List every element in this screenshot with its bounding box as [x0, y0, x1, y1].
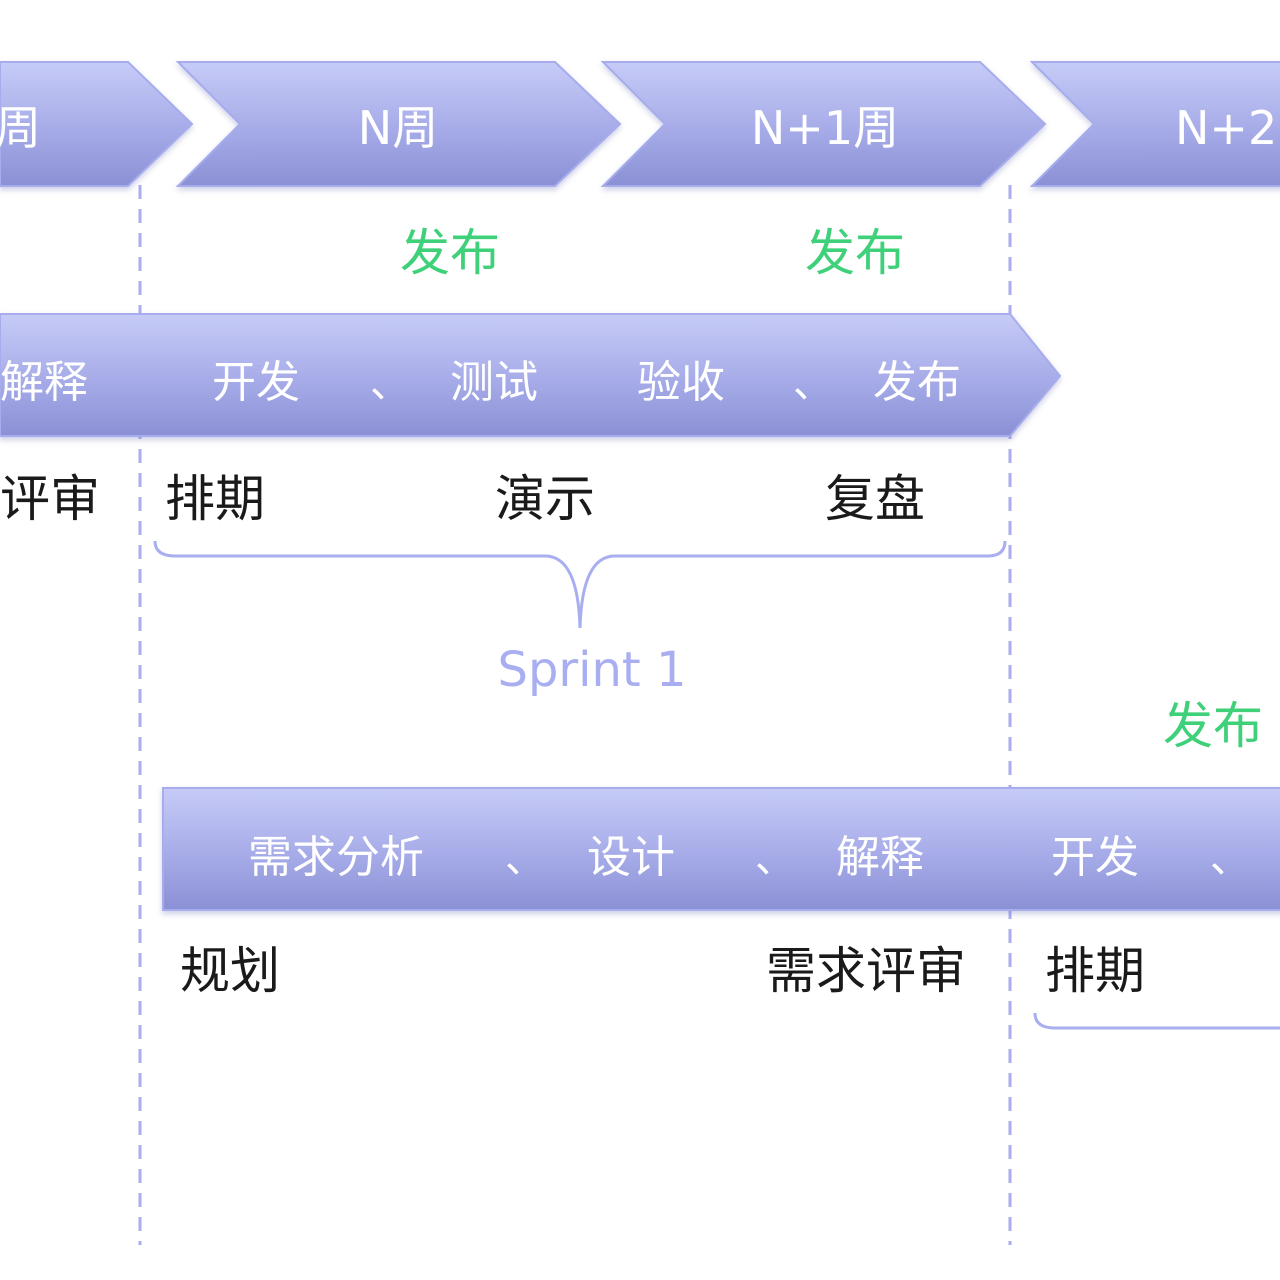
- sprint1-left-fragment: 解释: [0, 357, 88, 408]
- release-label: 发布: [1163, 697, 1263, 755]
- sprint1-brace: [153, 540, 1007, 629]
- sprint1-separator: 、: [793, 361, 833, 407]
- week-chevron: [600, 61, 1047, 187]
- sprint1-event: 复盘: [825, 470, 925, 528]
- sprint2-separator: 、: [755, 836, 795, 882]
- week-label: N+2: [1175, 101, 1277, 155]
- sprint1-separator: 、: [370, 361, 410, 407]
- sprint1-event: 排期: [165, 470, 265, 528]
- sprint1-step: 测试: [450, 357, 538, 408]
- sprint1-step: 开发: [212, 357, 300, 408]
- sprint2-bar: 需求分析 、 设计 、 解释 开发 、: [162, 787, 1280, 911]
- sprint2-separator: 、: [1210, 836, 1250, 882]
- sprint2-step: 解释: [836, 832, 924, 883]
- sprint1-event: 评审: [0, 470, 100, 528]
- week-chevron: [175, 61, 622, 187]
- week-chevron: [0, 61, 194, 187]
- sprint1-name: Sprint 1: [497, 642, 686, 698]
- sprint1-step: 验收: [637, 357, 725, 408]
- sprint2-arrow: [162, 787, 1280, 911]
- sprint1-bar: 解释 开发 、 测试 验收 、 发布: [0, 313, 1062, 437]
- week-label: 周: [0, 101, 41, 155]
- week-label: N周: [358, 101, 438, 155]
- sprint2-step: 设计: [587, 832, 675, 883]
- sprint1-step: 发布: [873, 357, 961, 408]
- week-header: 周 N周 N+1周 N+2: [0, 61, 1280, 187]
- sprint1-arrow: [0, 313, 1062, 437]
- sprint2-brace: [1033, 1012, 1280, 1030]
- sprint2-event: 需求评审: [766, 942, 966, 1000]
- release-label: 发布: [805, 224, 905, 282]
- sprint2-event: 排期: [1045, 942, 1145, 1000]
- sprint2-event: 规划: [180, 942, 280, 1000]
- sprint1-event: 演示: [495, 470, 595, 528]
- sprint2-step: 需求分析: [248, 832, 424, 883]
- week-chevron: [1029, 61, 1280, 187]
- release-label: 发布: [400, 224, 500, 282]
- week-label: N+1周: [751, 101, 899, 155]
- sprint2-separator: 、: [505, 836, 545, 882]
- sprint2-step: 开发: [1051, 832, 1139, 883]
